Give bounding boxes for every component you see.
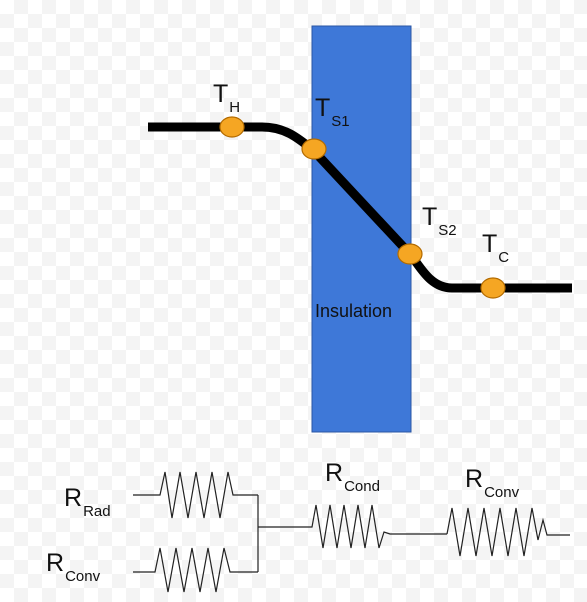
label-r-conv-right-main: R [465,465,484,493]
label-r-cond-sub: Cond [344,478,380,495]
label-tc-main: T [482,230,498,258]
label-r-conv-right: RConv [465,465,519,501]
resistor-cond [258,504,447,549]
node-th [219,116,245,138]
label-r-cond: RCond [325,459,380,495]
label-ts1-main: T [315,94,331,122]
label-r-conv-left: RConv [46,549,100,585]
resistor-rad [133,471,258,519]
label-ts2: TS2 [422,203,457,239]
label-ts2-main: T [422,203,438,231]
resistor-conv-left [133,547,258,593]
label-r-rad: RRad [64,484,111,520]
node-ts2 [397,243,423,265]
insulation-label: Insulation [315,301,393,321]
label-r-conv-right-sub: Conv [484,484,520,501]
label-r-conv-left-sub: Conv [65,568,101,585]
label-ts2-sub: S2 [438,222,457,239]
node-ts1 [301,138,327,160]
label-tc-sub: C [498,249,510,266]
label-r-rad-main: R [64,484,83,512]
label-r-cond-main: R [325,459,344,487]
insulation-slab [311,25,412,433]
resistor-conv-right [446,507,570,557]
label-r-rad-sub: Rad [83,503,111,520]
label-r-conv-left-main: R [46,549,65,577]
node-tc [480,277,506,299]
label-th-main: T [213,80,229,108]
label-tc: TC [482,230,509,266]
label-ts1: TS1 [315,94,350,130]
label-th: TH [213,80,240,116]
temperature-profile-line [148,122,572,293]
label-th-sub: H [229,99,241,116]
label-ts1-sub: S1 [331,113,350,130]
